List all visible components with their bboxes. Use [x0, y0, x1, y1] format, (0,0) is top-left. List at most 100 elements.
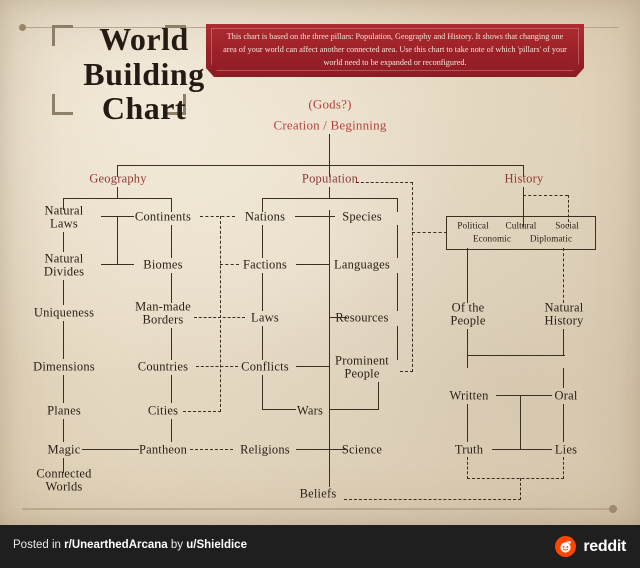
- line-naturalhistory-down: [563, 329, 565, 355]
- line-written-oral-bridge: [520, 395, 522, 449]
- line-population-fork: [262, 198, 398, 200]
- footer-subreddit[interactable]: r/UnearthedArcana: [64, 539, 168, 551]
- node-economic: Economic: [472, 233, 512, 244]
- node-connected-worlds: Connected Worlds: [36, 466, 92, 493]
- node-cities: Cities: [147, 403, 179, 418]
- node-of-the-people-line1: Of the: [451, 300, 485, 315]
- paper-grain-texture: [0, 0, 640, 525]
- dash-box-to-naturalhistory: [563, 248, 564, 303]
- line-ofthepeople-down: [467, 329, 469, 368]
- line-truth-lies: [492, 449, 552, 451]
- line-box-to-ofthepeople: [467, 248, 469, 303]
- dash-beliefs-to-truthlies: [344, 499, 521, 500]
- node-prominent-people-line2: People: [344, 366, 380, 380]
- line-drop-history: [523, 165, 525, 177]
- line-history-stem: [523, 187, 525, 227]
- line-written-truth: [467, 404, 469, 442]
- title-bracket-top-right: [165, 25, 186, 46]
- dash-prominentpeople-spine: [400, 371, 413, 372]
- top-hairline-dot: [19, 24, 26, 31]
- pillar-population-label: Population: [301, 171, 359, 186]
- node-connected-worlds-line2: Worlds: [45, 479, 83, 493]
- line-geography-fork-right: [171, 198, 173, 210]
- line-conflicts-to-wars: [262, 409, 296, 411]
- dash-truth-down: [467, 457, 468, 479]
- line-main-bus: [117, 165, 524, 167]
- line-naturaldivides-uniqueness: [63, 280, 65, 305]
- line-drop-geography: [117, 165, 119, 177]
- node-conflicts: Conflicts: [241, 359, 289, 374]
- dash-population-right-spine: [412, 182, 413, 372]
- line-population-spine: [329, 210, 331, 465]
- line-uniqueness-dimensions: [63, 321, 65, 359]
- line-geography-fork-left: [63, 198, 65, 210]
- line-population-stem: [329, 187, 331, 199]
- dash-continents-nations: [200, 216, 235, 217]
- dash-cities-spine: [183, 411, 221, 412]
- footer-attribution: Posted in r/UnearthedArcana by u/Shieldi…: [13, 539, 247, 551]
- footer-user[interactable]: u/Shieldice: [186, 539, 247, 551]
- dash-truth-lies-rung: [467, 478, 564, 479]
- node-pantheon: Pantheon: [138, 442, 188, 457]
- line-magic-connectedworlds: [63, 458, 65, 473]
- dash-geo-pop-spine: [220, 216, 221, 412]
- line-religions-spine: [296, 449, 330, 451]
- line-conflicts-down: [262, 375, 264, 410]
- line-planes-magic: [63, 419, 65, 442]
- bottom-hairline: [22, 508, 618, 510]
- node-natural-laws-line1: Natural: [44, 203, 84, 218]
- line-resources-prominentpeople: [397, 326, 399, 360]
- dash-countries-conflicts: [196, 366, 238, 367]
- title-line-3: Chart: [101, 90, 187, 127]
- node-connected-worlds-line1: Connected: [36, 466, 92, 481]
- pillar-history-label: History: [504, 171, 544, 186]
- dash-to-history-box: [412, 232, 447, 233]
- dash-pantheon-religions: [190, 449, 233, 450]
- line-laws-conflicts: [262, 326, 264, 360]
- node-wars: Wars: [296, 403, 324, 418]
- reddit-footer-bar: Posted in r/UnearthedArcana by u/Shieldi…: [0, 525, 640, 568]
- title-bracket-bottom-right: [165, 94, 186, 115]
- node-political: Political: [457, 220, 489, 231]
- parchment-background: [0, 0, 640, 525]
- line-nations-factions: [262, 225, 264, 258]
- node-of-the-people-line2: People: [450, 313, 486, 327]
- node-oral: Oral: [554, 388, 578, 403]
- node-uniqueness: Uniqueness: [33, 305, 95, 320]
- line-people-naturalhistory-rung: [467, 355, 565, 357]
- line-spine-science: [329, 449, 346, 451]
- line-manmade-countries: [171, 328, 173, 360]
- line-fork-to-continents: [171, 210, 173, 212]
- reddit-brand[interactable]: reddit: [555, 536, 626, 557]
- dash-spine-factions: [220, 264, 239, 265]
- dash-truthlies-to-beliefs-down: [520, 478, 521, 500]
- node-factions: Factions: [243, 257, 287, 272]
- node-biomes: Biomes: [143, 257, 183, 272]
- info-banner-inner-border: [211, 28, 579, 71]
- line-written-oral: [496, 395, 552, 397]
- line-root-stem: [329, 134, 331, 166]
- line-geography-h-bridge: [117, 216, 119, 265]
- node-magic: Magic: [47, 442, 81, 457]
- node-written: Written: [449, 388, 489, 403]
- line-languages-resources: [397, 273, 399, 311]
- node-social: Social: [555, 220, 579, 231]
- line-biomes-manmade: [171, 273, 173, 303]
- node-religions: Religions: [240, 442, 290, 457]
- info-banner-text: This chart is based on the three pillars…: [223, 32, 567, 67]
- node-man-made-borders: Man-made Borders: [135, 300, 191, 326]
- title-bracket-bottom-left: [52, 94, 73, 115]
- title-line-2: Building: [83, 55, 205, 92]
- line-countries-cities: [171, 375, 173, 403]
- node-science: Science: [341, 442, 383, 457]
- node-countries: Countries: [137, 359, 189, 374]
- node-natural-laws: Natural Laws: [44, 203, 84, 230]
- line-nations-species: [295, 216, 335, 218]
- node-gods-question: (Gods?): [308, 96, 352, 112]
- line-down-to-oral: [563, 368, 565, 388]
- dash-manmade-laws: [194, 317, 245, 318]
- line-oral-lies: [563, 404, 565, 442]
- line-population-fork-left: [262, 198, 264, 210]
- node-continents: Continents: [134, 209, 192, 224]
- node-creation-beginning: Creation / Beginning: [273, 117, 387, 133]
